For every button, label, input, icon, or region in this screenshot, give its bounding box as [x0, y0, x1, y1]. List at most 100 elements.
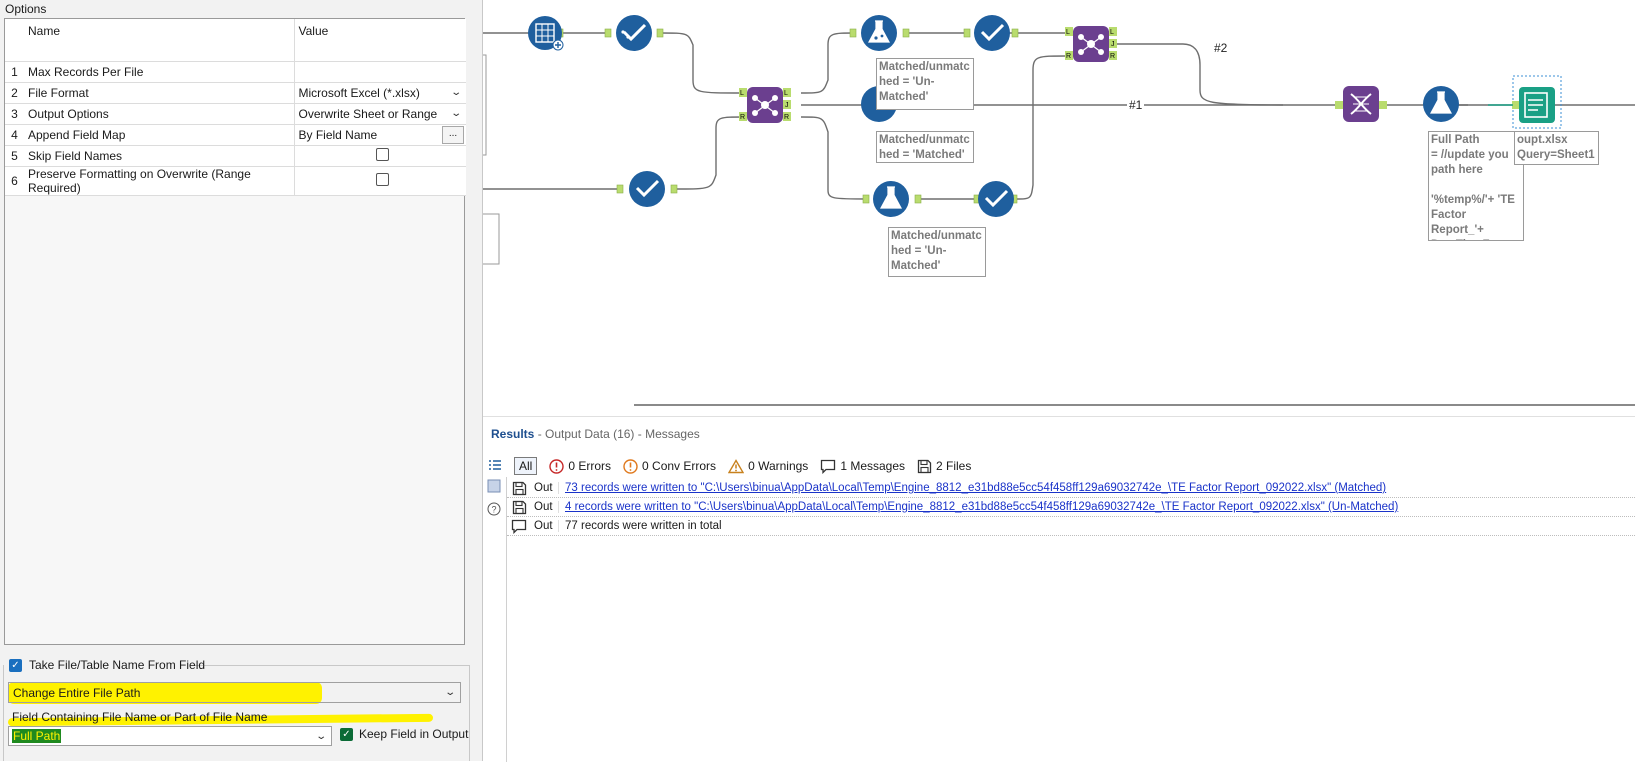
file-format-value: Microsoft Excel (*.xlsx) — [298, 85, 420, 100]
row-number: 5 — [5, 145, 24, 167]
svg-text:?: ? — [492, 505, 497, 515]
warning-icon — [728, 458, 745, 473]
message-row[interactable]: Out 73 records were written to "C:\Users… — [507, 479, 1635, 498]
take-file-name-label: Take File/Table Name From Field — [29, 658, 206, 672]
option-row: 6 Preserve Formatting on Overwrite (Rang… — [5, 166, 466, 196]
message-row[interactable]: Out 4 records were written to "C:\Users\… — [507, 498, 1635, 517]
option-row: 3 Output Options Overwrite Sheet or Rang… — [5, 103, 466, 125]
row-number: 4 — [5, 124, 24, 146]
file-format-select[interactable]: Microsoft Excel (*.xlsx) ⌄ — [294, 82, 466, 104]
error-icon — [549, 458, 565, 474]
append-field-map-field[interactable]: By Field Name ... — [294, 124, 466, 146]
filter-tool-1[interactable] — [861, 15, 897, 51]
output-options-select[interactable]: Overwrite Sheet or Range⌄ — [294, 103, 466, 125]
join-tool-2[interactable]: L R L J R — [1065, 26, 1117, 62]
results-subtitle: - Output Data (16) - Messages — [537, 427, 700, 441]
field-map-browse-button[interactable]: ... — [442, 125, 464, 144]
formula-tool[interactable] — [1423, 86, 1459, 122]
svg-text:R: R — [740, 114, 745, 121]
save-file-icon — [917, 459, 932, 473]
file-name-mode-value: Change Entire File Path — [13, 685, 141, 700]
filter-conv-errors[interactable]: 0 Conv Errors — [623, 458, 717, 474]
workflow-svg: L R L J R L R L J R — [483, 15, 1635, 265]
filter-conv-errors-label: 0 Conv Errors — [642, 459, 717, 473]
row-number: 3 — [5, 103, 24, 125]
union-tool[interactable] — [1335, 86, 1387, 122]
file-name-mode-dropdown[interactable]: Change Entire File Path ⌄ — [8, 682, 461, 703]
filter-warnings[interactable]: 0 Warnings — [728, 458, 808, 474]
max-records-input[interactable] — [294, 61, 466, 83]
message-filter-bar: All 0 Errors 0 Conv Errors 0 Warnings 1 … — [488, 455, 971, 477]
filter-errors-label: 0 Errors — [568, 459, 612, 473]
formula-annotation: Full Path = //update you path here '%tem… — [1428, 131, 1524, 241]
message-file-link[interactable]: 4 records were written to "C:\Users\binu… — [565, 501, 1399, 513]
option-name: Output Options — [24, 103, 295, 125]
option-name: Max Records Per File — [24, 61, 295, 83]
output-annotation: oupt.xlsx Query=Sheet1 — [1514, 131, 1599, 165]
message-icon — [507, 519, 531, 534]
field-select-value: Full Path — [12, 729, 62, 743]
preserve-formatting-checkbox[interactable] — [375, 172, 389, 186]
panel-splitter[interactable] — [482, 0, 483, 761]
header-num — [5, 19, 24, 62]
cross-tab-tool[interactable] — [528, 16, 564, 51]
save-file-icon — [507, 500, 531, 515]
chevron-down-icon[interactable]: ⌄ — [449, 108, 462, 119]
message-tool: Out — [531, 520, 559, 532]
file-name-group — [3, 665, 470, 761]
field-select-dropdown[interactable]: Full Path ⌄ — [8, 726, 332, 746]
save-file-icon — [507, 481, 531, 496]
wire-label-2: #2 — [1214, 41, 1228, 55]
append-field-map-value: By Field Name — [298, 127, 378, 142]
output-data-tool[interactable] — [1512, 75, 1562, 129]
canvas-scrollbar[interactable] — [634, 404, 1635, 406]
filter-messages[interactable]: 1 Messages — [820, 459, 905, 474]
select-tool-2[interactable] — [629, 171, 665, 207]
chevron-down-icon[interactable]: ⌄ — [443, 687, 456, 698]
wire — [675, 116, 744, 190]
select-tool-3[interactable] — [974, 15, 1010, 51]
filter-files[interactable]: 2 Files — [917, 459, 971, 474]
help-icon[interactable]: ? — [487, 502, 501, 519]
option-row: 1 Max Records Per File — [5, 61, 466, 83]
take-file-name-option[interactable]: ✓ Take File/Table Name From Field — [9, 658, 205, 672]
filter-all-button[interactable]: All — [514, 457, 538, 475]
filter-annotation-top-unmatched: Matched/unmatc hed = 'Un- Matched' — [876, 58, 974, 110]
option-name: Append Field Map — [24, 124, 295, 146]
workflow-canvas[interactable]: L R L J R L R L J R — [483, 0, 1635, 405]
list-view-icon[interactable] — [488, 458, 502, 475]
message-icon — [821, 459, 836, 474]
svg-text:J: J — [785, 102, 789, 109]
field-containing-label: Field Containing File Name or Part of Fi… — [12, 710, 268, 724]
select-tool-4[interactable] — [978, 181, 1014, 217]
chevron-down-icon[interactable]: ⌄ — [314, 730, 327, 742]
join-tool-1[interactable]: L R L J R — [739, 87, 791, 123]
filter-tool-3[interactable] — [873, 181, 909, 217]
message-row[interactable]: Out 77 records were written in total — [507, 517, 1635, 536]
header-name: Name — [24, 19, 295, 62]
partial-annotation-box — [483, 213, 500, 265]
filter-annotation-bottom-unmatched: Matched/unmatc hed = 'Un- Matched' — [888, 227, 986, 277]
svg-text:L: L — [1066, 29, 1070, 36]
take-file-name-checkbox[interactable]: ✓ — [9, 658, 22, 672]
table-view-icon[interactable] — [487, 479, 501, 496]
keep-field-checkbox[interactable]: ✓ — [340, 727, 353, 741]
keep-field-label: Keep Field in Output — [359, 727, 469, 741]
select-tool-1[interactable] — [616, 15, 652, 51]
results-panel: Results - Output Data (16) - Messages Al… — [483, 416, 1635, 762]
configuration-panel: Options Name Value 1 Max Records Per Fil… — [0, 0, 482, 761]
wire-label-1: #1 — [1127, 98, 1145, 112]
keep-field-option[interactable]: ✓ Keep Field in Output — [340, 727, 468, 741]
results-side-toolbar: ? — [487, 479, 501, 519]
partial-annotation-box — [483, 54, 487, 156]
skip-field-names-checkbox[interactable] — [375, 147, 389, 161]
svg-text:R: R — [1066, 53, 1071, 60]
message-list: Out 73 records were written to "C:\Users… — [507, 479, 1635, 536]
message-file-link[interactable]: 73 records were written to "C:\Users\bin… — [565, 482, 1387, 494]
filter-errors[interactable]: 0 Errors — [549, 458, 612, 474]
option-name: File Format — [24, 82, 295, 104]
options-grid: Name Value 1 Max Records Per File 2 File… — [4, 18, 466, 645]
results-title: Results — [491, 427, 535, 441]
anchor — [902, 28, 910, 38]
chevron-down-icon[interactable]: ⌄ — [449, 87, 462, 98]
